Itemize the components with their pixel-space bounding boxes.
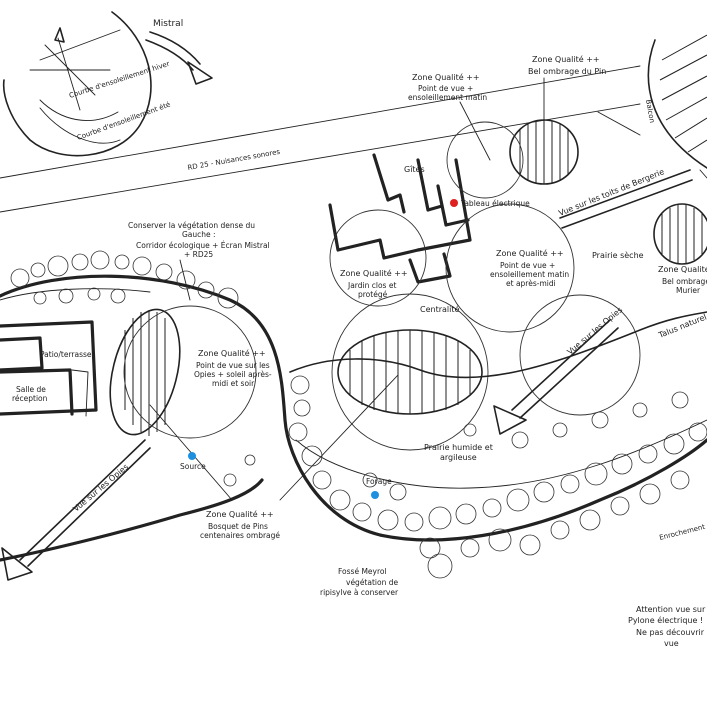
zone-murier-1: Bel ombrage [662, 277, 707, 286]
zone-amidi-2: ensoleillement matin [490, 270, 569, 279]
prairie-seche-label: Prairie sèche [592, 250, 644, 260]
patio-label: Patio/terrasse [40, 350, 92, 359]
reception-building: Patio/terrasse Salle de réception [0, 320, 98, 417]
zone-matin-1: Point de vue + [418, 84, 473, 93]
tableau-electrique: Tableau électrique [450, 199, 530, 208]
zone-opies-3: midi et soir [212, 379, 255, 388]
mistral-label: Mistral [153, 19, 183, 29]
gites-building: Gîtes [328, 153, 472, 284]
zone-bosquet-1: Bosquet de Pins [208, 522, 268, 531]
gites-label: Gîtes [404, 165, 425, 174]
forage-marker-group: Forage [366, 477, 392, 499]
zone-amidi-title: Zone Qualité ++ [496, 248, 564, 258]
source-marker [188, 452, 196, 460]
courbe-ete-label: Courbe d'ensoleillement été [76, 101, 172, 142]
zone-opies-1: Point de vue sur les [196, 361, 270, 370]
conserver-2: Gauche : [182, 230, 216, 239]
zone-pin-sub: Bel ombrage du Pin [528, 67, 606, 76]
source-marker-group: Source [180, 452, 206, 471]
tree-murier [653, 203, 707, 265]
vue-opies-left-label: Vue sur les Opies [72, 462, 131, 513]
enrochement-label: Enrochement [659, 523, 707, 542]
zone-jardin-1: Jardin clos et [347, 281, 396, 290]
source-label: Source [180, 462, 206, 471]
tableau-label: Tableau électrique [460, 199, 530, 208]
zone-amidi-3: et après-midi [506, 279, 556, 288]
view-arrow-left [1, 439, 151, 581]
zone-jardin-2: protégé [358, 290, 388, 299]
salle-label-2: réception [12, 394, 48, 403]
balcon-slope: Balcon [644, 34, 707, 179]
conserver-3: Corridor écologique + Écran Mistral [136, 241, 270, 250]
balcon-label: Balcon [644, 99, 656, 124]
fosse-1: Fossé Meyrol [338, 567, 387, 576]
zone-murier-2: Murier [676, 286, 701, 295]
attention-4: vue [664, 639, 679, 648]
zone-opies-title: Zone Qualité ++ [198, 348, 266, 358]
zone-amidi-1: Point de vue + [500, 261, 555, 270]
attention-1: Attention vue sur [636, 605, 706, 614]
zone-circles [123, 121, 641, 451]
forage-marker [371, 491, 379, 499]
courbe-hiver-label: Courbe d'ensoleillement hiver [68, 60, 171, 100]
view-arrow-right [493, 319, 619, 435]
zone-opies-2: Opies + soleil après- [194, 370, 272, 379]
zone-murier-title: Zone Qualité ++ [658, 264, 707, 274]
fosse-2: végétation de [346, 578, 398, 587]
attention-3: Ne pas découvrir la [636, 627, 707, 637]
attention-2: Pylone électrique ! [628, 615, 703, 625]
vegetation-bubbles [10, 250, 707, 579]
sun-path-diagram [2, 11, 152, 157]
zone-matin-2: ensoleillement matin [408, 93, 487, 102]
tree-opies [109, 308, 181, 436]
tableau-marker [450, 199, 458, 207]
conserver-1: Conserver la végétation dense du [128, 221, 255, 230]
zone-bosquet-title: Zone Qualité ++ [206, 509, 274, 519]
centralite-label: Centralité [420, 304, 459, 314]
zone-matin-title: Zone Qualité ++ [412, 72, 480, 82]
tree-central [337, 329, 483, 415]
salle-label-1: Salle de [16, 385, 46, 394]
zone-jardin-title: Zone Qualité ++ [340, 268, 408, 278]
boundary-lines [0, 274, 707, 562]
conserver-4: + RD25 [184, 250, 213, 259]
mistral-arrow: Mistral [145, 19, 213, 85]
forage-label: Forage [366, 477, 392, 486]
zone-pin-title: Zone Qualité ++ [532, 54, 600, 64]
view-arrow-bergerie [559, 169, 693, 229]
road-label: RD 25 - Nuisances sonores [187, 148, 281, 172]
prairie-humide-2: argileuse [440, 453, 477, 462]
fosse-3: ripisylve à conserver [320, 588, 399, 597]
zone-bosquet-2: centenaires ombragé [200, 531, 280, 540]
prairie-humide-1: Prairie humide et [424, 443, 493, 452]
